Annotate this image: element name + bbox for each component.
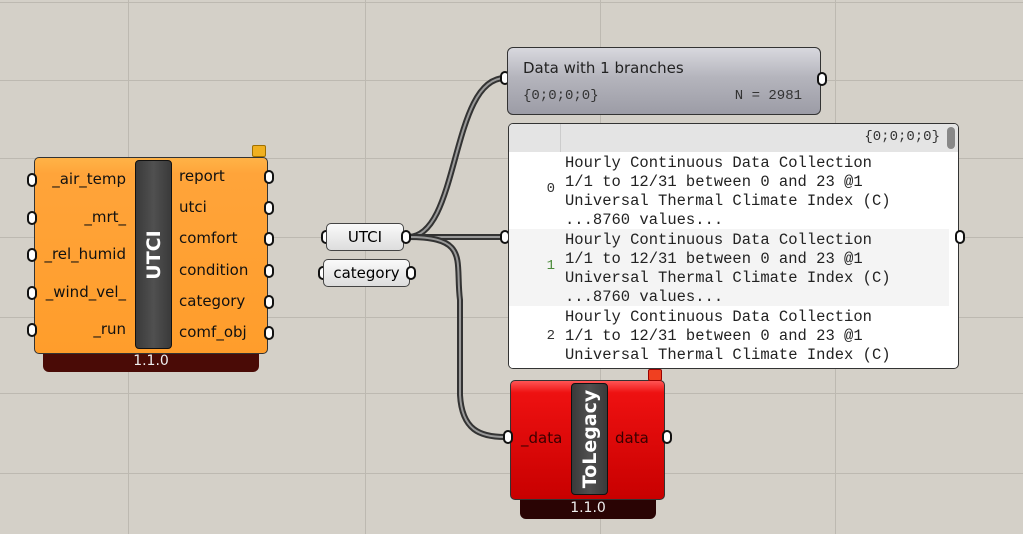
output-grip[interactable] <box>264 295 274 309</box>
param-category-output-grip[interactable] <box>406 266 416 280</box>
list-item: 1 Hourly Continuous Data Collection 1/1 … <box>509 229 949 306</box>
input-grip[interactable] <box>27 248 37 262</box>
scrollbar[interactable] <box>947 127 955 149</box>
output-grip[interactable] <box>264 170 274 184</box>
version-badge: 1.1.0 <box>520 497 656 519</box>
output-grip[interactable] <box>264 264 274 278</box>
output-comf-obj[interactable]: comf_obj <box>179 323 247 341</box>
data-panel[interactable]: Data with 1 branches {0;0;0;0} N = 2981 <box>507 47 821 115</box>
param-category[interactable]: category <box>323 259 410 287</box>
data-panel-count: N = 2981 <box>734 88 802 104</box>
text-panel[interactable]: {0;0;0;0} 0 Hourly Continuous Data Colle… <box>508 123 959 369</box>
input-grip[interactable] <box>503 430 513 444</box>
input-data[interactable]: _data <box>521 429 563 447</box>
output-data[interactable]: data <box>615 429 649 447</box>
input-grip[interactable] <box>27 323 37 337</box>
output-report[interactable]: report <box>179 167 225 185</box>
input-grip[interactable] <box>27 211 37 225</box>
error-flag-icon <box>648 369 662 381</box>
data-panel-title: Data with 1 branches <box>523 59 684 77</box>
input-mrt[interactable]: _mrt_ <box>84 208 126 226</box>
wire-to-data-panel <box>405 75 508 240</box>
message-flag-icon <box>252 145 266 157</box>
data-panel-output-grip[interactable] <box>817 72 827 86</box>
component-nickname: ToLegacy <box>571 383 608 495</box>
wire-to-tolegacy <box>405 234 508 440</box>
param-utci[interactable]: UTCI <box>326 223 404 251</box>
output-grip[interactable] <box>264 326 274 340</box>
input-grip[interactable] <box>27 286 37 300</box>
output-condition[interactable]: condition <box>179 261 249 279</box>
output-grip[interactable] <box>662 430 672 444</box>
output-comfort[interactable]: comfort <box>179 229 238 247</box>
panel-path: {0;0;0;0} <box>864 129 940 145</box>
output-grip[interactable] <box>264 201 274 215</box>
data-panel-path: {0;0;0;0} <box>523 88 599 104</box>
param-utci-output-grip[interactable] <box>401 230 411 244</box>
output-utci[interactable]: utci <box>179 198 207 216</box>
list-item: 0 Hourly Continuous Data Collection 1/1 … <box>509 152 949 229</box>
input-air-temp[interactable]: _air_temp <box>52 170 126 188</box>
input-grip[interactable] <box>27 173 37 187</box>
input-run[interactable]: _run <box>93 320 126 338</box>
version-badge: 1.1.0 <box>43 350 259 372</box>
output-category[interactable]: category <box>179 292 246 310</box>
panel-header: {0;0;0;0} <box>509 124 958 152</box>
text-panel-output-grip[interactable] <box>955 230 965 244</box>
component-nickname: UTCI <box>135 160 172 349</box>
output-grip[interactable] <box>264 232 274 246</box>
list-item: 2 Hourly Continuous Data Collection 1/1 … <box>509 306 949 368</box>
input-rel-humid[interactable]: _rel_humid <box>44 245 126 263</box>
input-wind-vel[interactable]: _wind_vel_ <box>45 283 126 301</box>
